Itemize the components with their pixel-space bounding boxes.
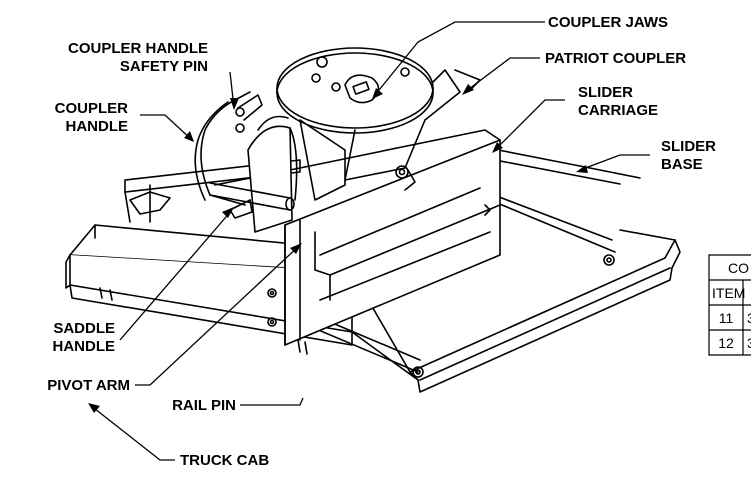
arrow-saddle-handle	[222, 207, 234, 218]
arrow-slider-base	[576, 165, 588, 173]
label-patriot-coupler: PATRIOT COUPLER	[545, 50, 686, 67]
table-row-item-12: 12	[718, 335, 734, 351]
label-coupler-handle-line1: COUPLER	[55, 100, 129, 117]
leader-slider-base	[579, 154, 650, 171]
callout-labels: COUPLER JAWS PATRIOT COUPLER COUPLER HAN…	[47, 14, 716, 469]
label-slider-carriage-line1: SLIDER	[578, 84, 633, 101]
leader-saddle-handle	[119, 209, 233, 341]
leader-pivot-arm	[135, 244, 301, 386]
label-truck-cab: TRUCK CAB	[180, 452, 269, 469]
label-slider-base-line2: BASE	[661, 156, 703, 173]
label-slider-base-line1: SLIDER	[661, 138, 716, 155]
label-rail-pin: RAIL PIN	[172, 397, 236, 414]
leader-lines	[89, 21, 650, 461]
label-coupler-handle-line2: HANDLE	[66, 118, 129, 135]
leader-coupler-jaws	[374, 21, 545, 96]
label-saddle-handle-line2: HANDLE	[53, 338, 116, 355]
leader-coupler-handle	[140, 114, 193, 141]
label-coupler-handle-safety-pin-line1: COUPLER HANDLE	[68, 40, 208, 57]
arrow-coupler-jaws	[372, 88, 383, 99]
leader-rail-pin	[240, 397, 304, 406]
leader-truck-cab	[89, 404, 175, 461]
arrow-pivot-arm	[290, 243, 302, 254]
label-pivot-arm: PIVOT ARM	[47, 377, 130, 394]
parts-table: CO ITEM 11 12 3 3	[708, 254, 751, 356]
parts-table-grid	[708, 254, 751, 356]
label-coupler-jaws: COUPLER JAWS	[548, 14, 668, 31]
arrow-safety-pin	[230, 98, 239, 110]
label-slider-carriage-line2: CARRIAGE	[578, 102, 658, 119]
hitch-drawing	[65, 47, 681, 393]
arrow-truck-cab	[88, 403, 100, 413]
arrow-slider-carriage	[492, 142, 503, 153]
arrow-coupler-handle	[184, 131, 194, 142]
table-row-item-11: 11	[719, 310, 734, 326]
label-saddle-handle-line1: SADDLE	[53, 320, 115, 337]
arrow-patriot-coupler	[462, 84, 474, 95]
table-header-partial: CO	[728, 260, 749, 276]
leader-patriot-coupler	[464, 57, 540, 93]
table-row-partial-11: 3	[747, 310, 751, 326]
table-row-partial-12: 3	[747, 335, 751, 351]
table-column-item: ITEM	[712, 285, 745, 301]
leader-slider-carriage	[494, 99, 565, 151]
leader-arrowheads	[88, 84, 588, 413]
label-coupler-handle-safety-pin-line2: SAFETY PIN	[120, 58, 208, 75]
